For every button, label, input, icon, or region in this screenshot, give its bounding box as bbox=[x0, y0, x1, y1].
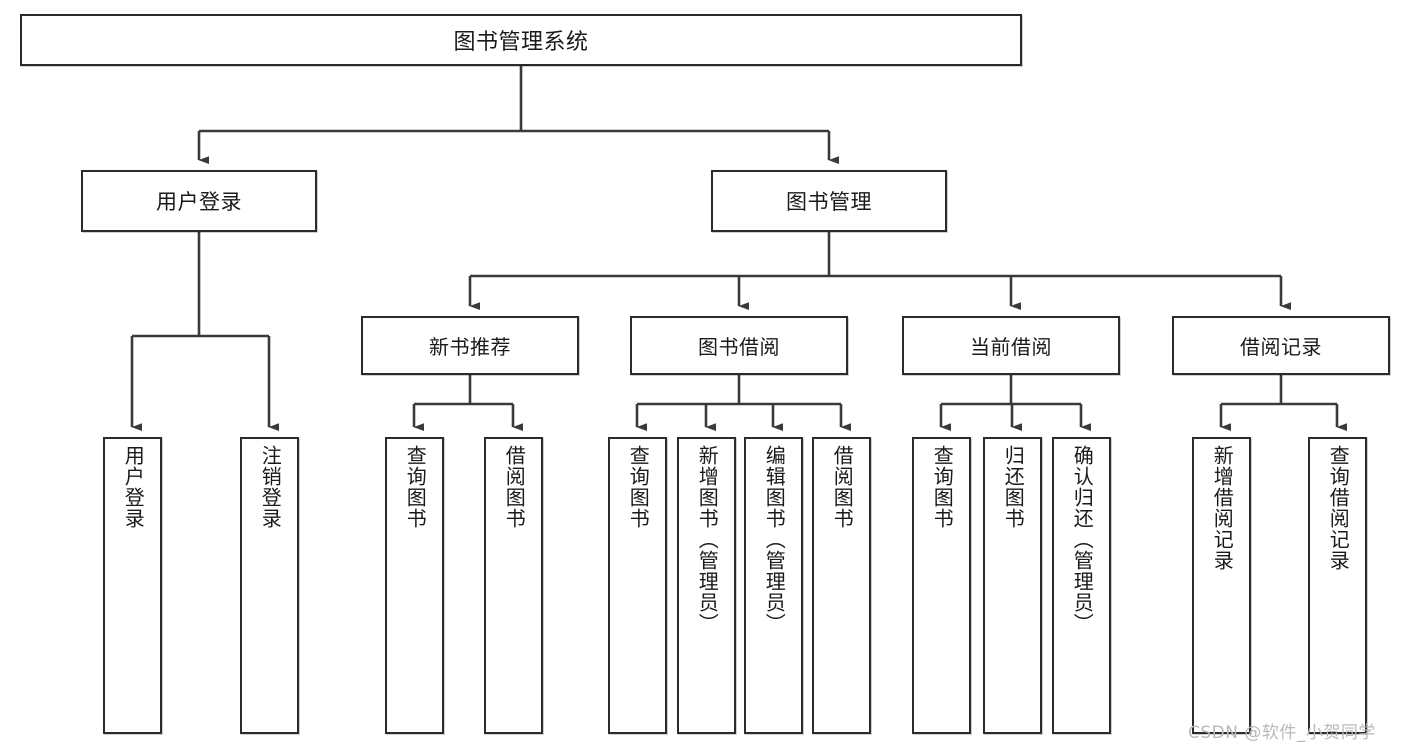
node-user-login-label: 用户登录 bbox=[156, 190, 242, 214]
node-borrow-record[interactable]: 借阅记录 bbox=[1172, 316, 1390, 375]
leaf-label: 查询图书 bbox=[626, 445, 651, 529]
node-new-book-recommend[interactable]: 新书推荐 bbox=[361, 316, 579, 375]
leaf-query-book-borrow[interactable]: 查询图书 bbox=[608, 437, 667, 734]
watermark: CSDN @软件_小贺同学 bbox=[1188, 723, 1376, 743]
leaf-return-book[interactable]: 归还图书 bbox=[983, 437, 1042, 734]
node-book-borrow[interactable]: 图书借阅 bbox=[630, 316, 848, 375]
leaf-label: 新增借阅记录 bbox=[1210, 445, 1235, 571]
leaf-add-book-admin[interactable]: 新增图书（管理员） bbox=[677, 437, 736, 734]
node-book-borrow-label: 图书借阅 bbox=[698, 335, 780, 359]
node-current-borrow-label: 当前借阅 bbox=[970, 335, 1052, 359]
leaf-label: 用户登录 bbox=[121, 445, 146, 529]
leaf-query-borrow-record[interactable]: 查询借阅记录 bbox=[1308, 437, 1367, 734]
leaf-logout-login[interactable]: 注销登录 bbox=[240, 437, 299, 734]
leaf-user-login[interactable]: 用户登录 bbox=[103, 437, 162, 734]
leaf-label: 查询借阅记录 bbox=[1326, 445, 1351, 571]
leaf-label: 借阅图书 bbox=[502, 445, 527, 529]
leaf-query-book-current[interactable]: 查询图书 bbox=[912, 437, 971, 734]
leaf-label: 借阅图书 bbox=[830, 445, 855, 529]
leaf-edit-book-admin[interactable]: 编辑图书（管理员） bbox=[744, 437, 803, 734]
node-root[interactable]: 图书管理系统 bbox=[20, 14, 1022, 66]
node-new-book-recommend-label: 新书推荐 bbox=[429, 335, 511, 359]
leaf-add-borrow-record[interactable]: 新增借阅记录 bbox=[1192, 437, 1251, 734]
leaf-query-book-recommend[interactable]: 查询图书 bbox=[385, 437, 444, 734]
node-current-borrow[interactable]: 当前借阅 bbox=[902, 316, 1120, 375]
leaf-label: 归还图书 bbox=[1001, 445, 1026, 529]
node-borrow-record-label: 借阅记录 bbox=[1240, 335, 1322, 359]
leaf-label: 确认归还（管理员） bbox=[1070, 445, 1095, 634]
leaf-label: 查询图书 bbox=[403, 445, 428, 529]
node-user-login[interactable]: 用户登录 bbox=[81, 170, 317, 232]
leaf-borrow-book-recommend[interactable]: 借阅图书 bbox=[484, 437, 543, 734]
leaf-label: 注销登录 bbox=[258, 445, 283, 529]
leaf-confirm-return-admin[interactable]: 确认归还（管理员） bbox=[1052, 437, 1111, 734]
node-book-management[interactable]: 图书管理 bbox=[711, 170, 947, 232]
leaf-borrow-book[interactable]: 借阅图书 bbox=[812, 437, 871, 734]
node-root-label: 图书管理系统 bbox=[453, 30, 589, 55]
leaf-label: 查询图书 bbox=[930, 445, 955, 529]
leaf-label: 编辑图书（管理员） bbox=[762, 445, 787, 634]
node-book-management-label: 图书管理 bbox=[786, 190, 872, 214]
leaf-label: 新增图书（管理员） bbox=[695, 445, 720, 634]
